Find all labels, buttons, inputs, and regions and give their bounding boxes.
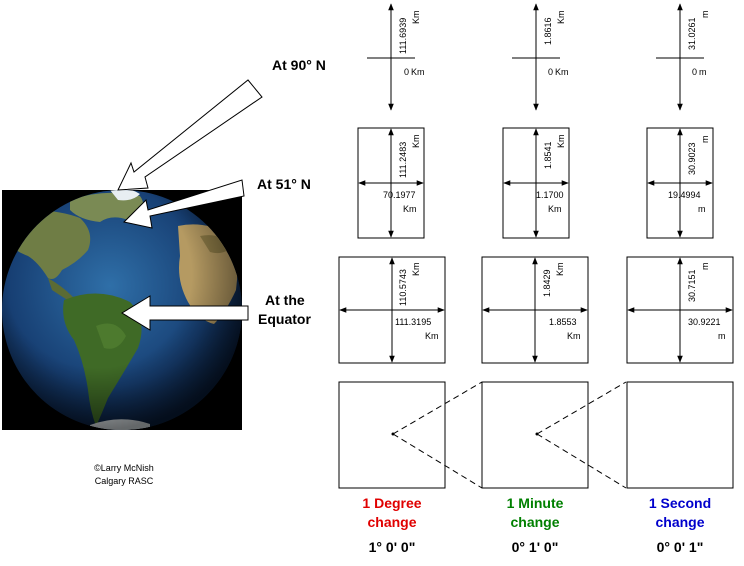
pole-cross: 1.8616 Km 0 Km — [512, 3, 569, 111]
equator-h-unit: Km — [567, 331, 581, 341]
zoom-line-bottom — [392, 433, 483, 489]
zoom-box — [626, 381, 734, 489]
zoom-line-top — [392, 381, 483, 435]
equator-v-unit: Km — [555, 263, 565, 277]
label-equator-line2: Equator — [258, 311, 311, 327]
zoom-line-top — [536, 381, 627, 435]
pole-cross: 111.6939 Km 0 Km — [367, 3, 425, 111]
lat51-v-value: 30.9023 — [687, 142, 697, 175]
zoom-box — [481, 381, 589, 489]
column-title-line1: 1 Second — [649, 495, 711, 511]
column-title-line1: 1 Degree — [362, 495, 421, 511]
column-title-line2: change — [655, 514, 704, 530]
pole-v-unit: Km — [411, 11, 421, 25]
equator-v-unit: Km — [411, 263, 421, 277]
lat51-v-value: 1.8541 — [543, 141, 553, 169]
pole-v-unit: Km — [556, 11, 566, 25]
lat51-h-value: 19.4994 — [668, 190, 701, 200]
lat51-v-unit: Km — [411, 135, 421, 149]
pole-h-value: 0 — [692, 67, 697, 77]
lat51-h-value: 70.1977 — [383, 190, 416, 200]
column-title-line2: change — [367, 514, 416, 530]
equator-box: 1.8429 Km 1.8553 Km — [481, 256, 589, 364]
lat51-h-value: 1.1700 — [536, 190, 564, 200]
lat51-h-unit: Km — [403, 204, 417, 214]
lat51-h-unit: m — [698, 204, 706, 214]
pole-v-unit: m — [700, 11, 710, 19]
lat51-v-unit: m — [700, 136, 710, 144]
column-second: 31.0261 m 0 m 30.9023 m 19.4994 m 30.715… — [626, 3, 734, 555]
pole-h-value: 0 — [548, 67, 553, 77]
credit-author: ©Larry McNish — [94, 463, 154, 473]
equator-v-unit: m — [700, 263, 710, 271]
lat51-v-unit: Km — [556, 135, 566, 149]
equator-box: 30.7151 m 30.9221 m — [626, 256, 734, 364]
zoom-line-bottom — [536, 433, 627, 489]
arrow-north-pole — [117, 79, 263, 191]
pole-h-value: 0 — [404, 67, 409, 77]
column-dms: 1° 0' 0" — [369, 539, 416, 555]
label-equator-line1: At the — [265, 292, 305, 308]
column-minute: 1.8616 Km 0 Km 1.8541 Km 1.1700 Km 1.842… — [481, 3, 627, 555]
lat51-v-value: 111.2483 — [398, 142, 408, 178]
arrow-51n — [122, 179, 245, 229]
pole-h-unit: Km — [411, 67, 425, 77]
column-title-line1: 1 Minute — [507, 495, 564, 511]
equator-h-value: 1.8553 — [549, 317, 577, 327]
lat51-box: 111.2483 Km 70.1977 Km — [357, 127, 425, 239]
pole-v-value: 1.8616 — [543, 17, 553, 45]
equator-h-unit: Km — [425, 331, 439, 341]
earth-globe-image — [2, 190, 242, 430]
lat51-h-unit: Km — [548, 204, 562, 214]
equator-v-value: 110.5743 — [398, 269, 408, 306]
column-degree: 111.6939 Km 0 Km 111.2483 Km 70.1977 Km … — [338, 3, 483, 555]
equator-box: 110.5743 Km 111.3195 Km — [338, 256, 446, 364]
arrow-equator — [121, 295, 249, 331]
label-north-pole: At 90° N — [272, 57, 326, 73]
column-dms: 0° 1' 0" — [512, 539, 559, 555]
pole-cross: 31.0261 m 0 m — [656, 3, 710, 111]
pole-v-value: 111.6939 — [398, 18, 408, 54]
equator-h-value: 30.9221 — [688, 317, 721, 327]
equator-v-value: 30.7151 — [687, 269, 697, 302]
column-dms: 0° 0' 1" — [657, 539, 704, 555]
equator-h-unit: m — [718, 331, 726, 341]
equator-h-value: 111.3195 — [395, 317, 431, 327]
pole-h-unit: m — [699, 67, 707, 77]
label-51n: At 51° N — [257, 176, 311, 192]
equator-v-value: 1.8429 — [542, 269, 552, 297]
lat51-box: 30.9023 m 19.4994 m — [646, 127, 714, 239]
pole-v-value: 31.0261 — [687, 17, 697, 50]
zoom-box — [338, 381, 446, 489]
column-title-line2: change — [510, 514, 559, 530]
credit-org: Calgary RASC — [95, 476, 154, 486]
pole-h-unit: Km — [555, 67, 569, 77]
lat51-box: 1.8541 Km 1.1700 Km — [502, 127, 570, 239]
